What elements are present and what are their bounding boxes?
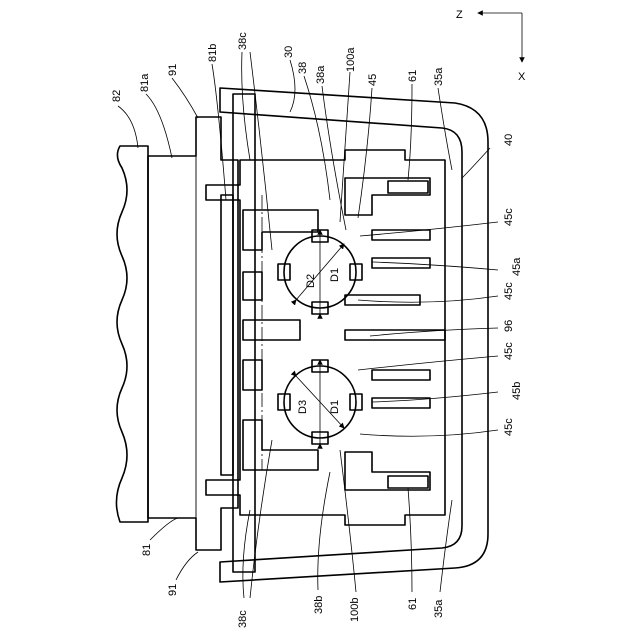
label-35a-top: 35a xyxy=(433,67,445,86)
plate-flange xyxy=(233,94,255,572)
label-45c-4: 45c xyxy=(503,418,515,436)
label-81b: 81b xyxy=(207,44,219,62)
label-96: 96 xyxy=(503,320,515,332)
label-91-bottom: 91 xyxy=(167,584,179,596)
label-45a: 45a xyxy=(511,257,523,276)
label-45b: 45b xyxy=(511,382,523,400)
label-81: 81 xyxy=(141,544,153,556)
label-38b: 38b xyxy=(313,596,325,614)
label-38c-top: 38c xyxy=(237,32,249,50)
axis-x-label: X xyxy=(518,71,526,83)
seal-61-bottom xyxy=(388,476,428,488)
board-81b xyxy=(221,195,233,475)
housing-38 xyxy=(206,150,445,525)
label-81a: 81a xyxy=(139,73,151,92)
label-38: 38 xyxy=(297,62,309,74)
label-45: 45 xyxy=(367,74,379,86)
label-61-bottom: 61 xyxy=(407,598,419,610)
label-100b: 100b xyxy=(349,598,361,622)
label-38c-bottom: 38c xyxy=(237,610,249,628)
label-91-top: 91 xyxy=(167,64,179,76)
cover-35 xyxy=(220,88,488,582)
label-D2: D2 xyxy=(305,274,317,288)
label-38a: 38a xyxy=(315,65,327,84)
seal-61-top xyxy=(388,181,428,193)
label-30: 30 xyxy=(283,46,295,58)
label-100a: 100a xyxy=(345,47,357,72)
label-D1-upper: D1 xyxy=(329,268,341,282)
label-D3: D3 xyxy=(297,400,309,414)
label-45c-3: 45c xyxy=(503,342,515,360)
component-82 xyxy=(116,146,148,522)
label-35a-bottom: 35a xyxy=(433,599,445,618)
hole-lower xyxy=(278,360,362,444)
label-61-top: 61 xyxy=(407,70,419,82)
axis-z-label: Z xyxy=(456,9,463,21)
label-45c-1: 45c xyxy=(503,208,515,226)
label-40: 40 xyxy=(503,134,515,146)
label-82: 82 xyxy=(111,90,123,102)
axis-indicator: Z X xyxy=(456,9,526,83)
label-45c-2: 45c xyxy=(503,282,515,300)
hole-upper xyxy=(278,230,362,314)
leader-lines xyxy=(118,52,498,598)
label-D1-lower: D1 xyxy=(329,400,341,414)
